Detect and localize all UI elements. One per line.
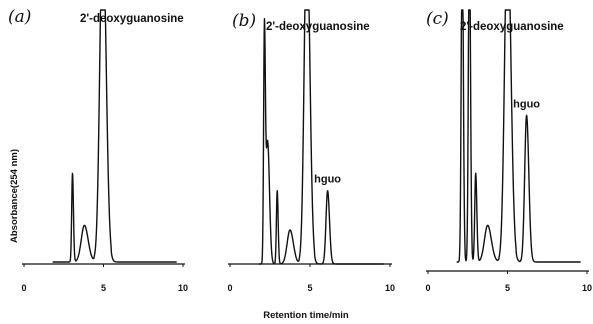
peak-label-hguo: hguo	[513, 98, 540, 110]
panel-letter: (b)	[232, 11, 256, 31]
panel-a: (a) 2'-deoxyguanosine 0 5 10	[8, 7, 188, 293]
x-tick-label: 5	[101, 283, 106, 293]
chromatogram-trace	[52, 9, 178, 263]
x-tick-label: 5	[307, 283, 312, 293]
x-tick-label: 10	[385, 283, 395, 293]
x-tick-label: 10	[582, 283, 592, 293]
x-tick-label: 10	[178, 283, 188, 293]
chart-panels: (a) 2'-deoxyguanosine 0 5 10 (b) 2'-deoxyguano…	[8, 7, 592, 293]
compound-title: 2'-deoxyguanosine	[80, 13, 184, 25]
panel-c: (c) 2'-deoxyguanosine 0 5 10 hguo	[425, 9, 592, 293]
compound-title: 2'-deoxyguanosine	[266, 21, 370, 33]
peak-label-hguo: hguo	[314, 174, 341, 186]
chromatogram-trace	[258, 9, 384, 265]
chromatogram-trace	[456, 9, 582, 263]
x-tick-label: 0	[227, 283, 232, 293]
panel-letter: (c)	[426, 9, 449, 29]
x-tick-label: 0	[21, 283, 26, 293]
x-tick-label: 5	[505, 283, 510, 293]
compound-title: 2'-deoxyguanosine	[460, 21, 564, 33]
panel-b: (b) 2'-deoxyguanosine 0 5 10 hguo	[227, 9, 395, 293]
y-axis-title: Absorbance(254 nm)	[9, 149, 20, 243]
panel-letter: (a)	[8, 7, 31, 27]
x-tick-label: 0	[425, 283, 430, 293]
x-axis-title: Retention time/min	[263, 310, 349, 321]
